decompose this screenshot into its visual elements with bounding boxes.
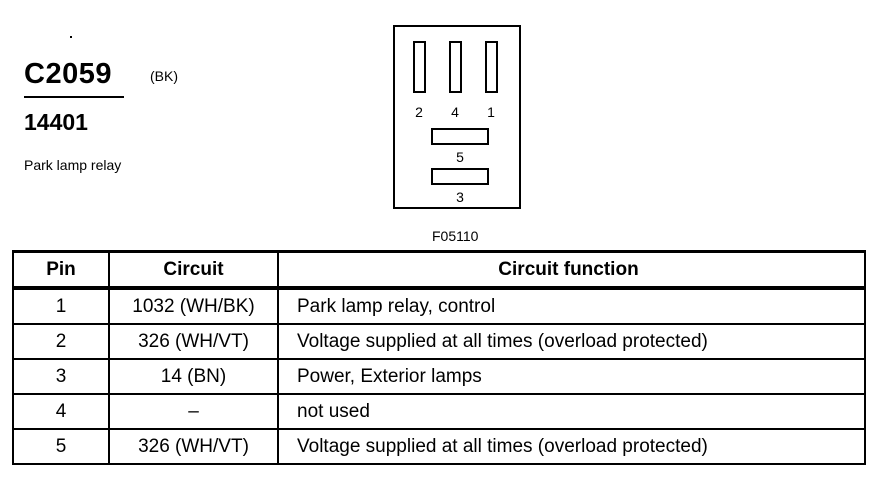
speck-mark <box>70 36 72 38</box>
function-cell: Power, Exterior lamps <box>277 358 866 395</box>
function-cell: Voltage supplied at all times (overload … <box>277 428 866 465</box>
table-row: 3 14 (BN) Power, Exterior lamps <box>12 358 866 395</box>
circuit-cell: 326 (WH/VT) <box>108 428 279 465</box>
function-cell: Park lamp relay, control <box>277 287 866 325</box>
table-row: 2 326 (WH/VT) Voltage supplied at all ti… <box>12 323 866 360</box>
pin-slot-1 <box>485 41 498 93</box>
table-row: 4 – not used <box>12 393 866 430</box>
part-number: 14401 <box>24 109 88 135</box>
circuit-cell: 14 (BN) <box>108 358 279 395</box>
pin-table: Pin Circuit Circuit function 1 1032 (WH/… <box>12 250 866 465</box>
circuit-cell: 1032 (WH/BK) <box>108 287 279 325</box>
column-header-circuit-function: Circuit function <box>277 250 866 290</box>
pin-cell: 1 <box>12 287 110 325</box>
circuit-cell: 326 (WH/VT) <box>108 323 279 360</box>
pin-cell: 4 <box>12 393 110 430</box>
table-row: 1 1032 (WH/BK) Park lamp relay, control <box>12 287 866 325</box>
pin-slot-5 <box>431 128 489 145</box>
function-cell: not used <box>277 393 866 430</box>
pin-label: 3 <box>456 189 464 205</box>
function-cell: Voltage supplied at all times (overload … <box>277 323 866 360</box>
pin-label: 2 <box>415 104 423 120</box>
pin-cell: 2 <box>12 323 110 360</box>
figure-code: F05110 <box>432 228 479 244</box>
pin-label: 1 <box>487 104 495 120</box>
connector-color-code: (BK) <box>150 68 178 84</box>
table-header-row: Pin Circuit Circuit function <box>12 250 866 290</box>
pin-slot-4 <box>449 41 462 93</box>
title-underline <box>24 96 124 98</box>
connector-face-diagram: 2 4 1 5 3 <box>393 25 521 209</box>
pin-label: 4 <box>451 104 459 120</box>
pin-slot-2 <box>413 41 426 93</box>
table-row: 5 326 (WH/VT) Voltage supplied at all ti… <box>12 428 866 465</box>
pin-cell: 3 <box>12 358 110 395</box>
column-header-circuit: Circuit <box>108 250 279 290</box>
pin-cell: 5 <box>12 428 110 465</box>
pin-label: 5 <box>456 149 464 165</box>
column-header-pin: Pin <box>12 250 110 290</box>
connector-id: C2059 <box>24 58 112 90</box>
pin-slot-3 <box>431 168 489 185</box>
component-name: Park lamp relay <box>24 157 122 173</box>
circuit-cell: – <box>108 393 279 430</box>
